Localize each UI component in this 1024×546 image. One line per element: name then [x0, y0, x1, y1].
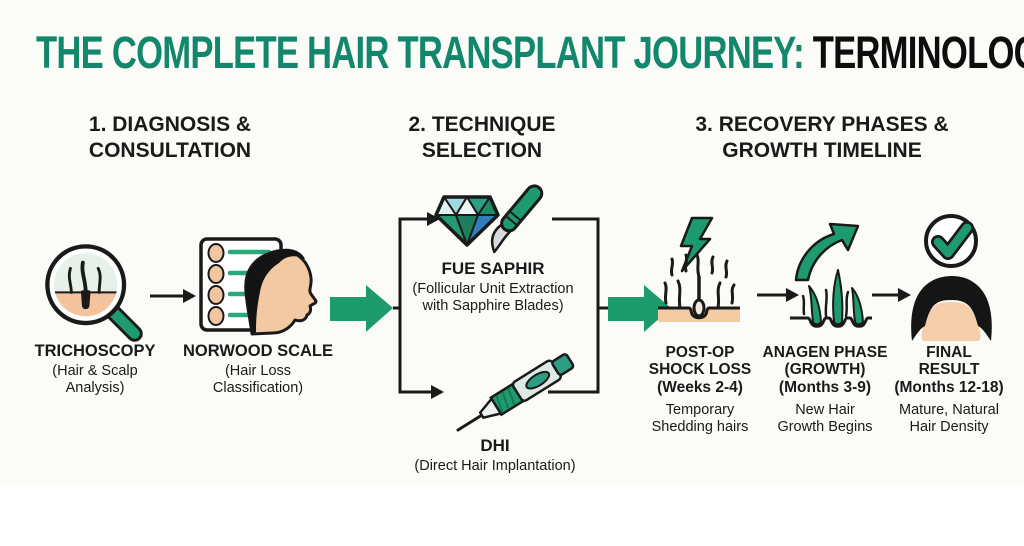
step-subtitle: (Hair & Scalp Analysis): [52, 362, 138, 397]
page-title: THE COMPLETE HAIR TRANSPLANT JOURNEY: TE…: [36, 27, 1024, 79]
step-subtitle: (Follicular Unit Extraction with Sapphir…: [412, 280, 574, 314]
norwood-chart-head-profile-icon: [199, 237, 318, 336]
step-name: NORWOOD SCALE: [182, 342, 334, 360]
checkmark-dense-hair-icon: [911, 214, 992, 341]
arrowhead-fue: [427, 212, 440, 226]
arrowhead: [898, 288, 911, 302]
step-subtitle: (Hair Loss Classification): [212, 362, 304, 397]
big-green-arrow-to-recovery: [608, 285, 671, 332]
step-name: POST-OP SHOCK LOSS (Weeks 2-4): [648, 344, 752, 396]
arrowhead: [183, 289, 196, 303]
step-desc: Mature, Natural Hair Density: [899, 402, 999, 436]
magnifier-hair-follicle-icon: [45, 244, 143, 342]
step-dhi-label: DHI (Direct Hair Implantation): [400, 436, 590, 475]
bottom-margin: [0, 487, 1024, 546]
lightning-shedding-hair-icon: [658, 216, 740, 322]
step-subtitle: (Direct Hair Implantation): [414, 457, 576, 474]
step-norwood-label: NORWOOD SCALE (Hair Loss Classification): [182, 342, 334, 397]
section-heading-technique: 2. TECHNIQUE SELECTION: [408, 113, 556, 162]
arrowhead: [786, 288, 799, 302]
step-final-label: FINAL RESULT (Months 12-18) Mature, Natu…: [880, 344, 1018, 436]
step-name: TRICHOSCOPY: [34, 342, 156, 360]
branch-bracket-left-bottom: [398, 308, 432, 394]
section-heading-recovery: 3. RECOVERY PHASES & GROWTH TIMELINE: [695, 113, 949, 162]
step-desc: Temporary Shedding hairs: [651, 402, 749, 436]
step-anagen-label: ANAGEN PHASE (GROWTH) (Months 3-9) New H…: [750, 344, 900, 436]
section-heading-diagnosis: 1. DIAGNOSIS & CONSULTATION: [88, 113, 252, 162]
step-shock-label: POST-OP SHOCK LOSS (Weeks 2-4) Temporary…: [638, 344, 762, 436]
sapphire-diamond-scalpel-icon: [434, 184, 544, 254]
branch-bracket-left-top: [393, 217, 428, 310]
step-name: FUE SAPHIR: [441, 259, 545, 278]
step-name: FINAL RESULT (Months 12-18): [894, 344, 1004, 396]
step-desc: New Hair Growth Begins: [777, 402, 873, 436]
growth-arrow-hair-icon: [790, 222, 872, 328]
big-green-arrow-to-technique: [330, 285, 393, 332]
page-title-green: THE COMPLETE HAIR TRANSPLANT JOURNEY:: [36, 27, 805, 78]
step-name: DHI: [480, 436, 510, 455]
implanter-pen-icon: [456, 353, 575, 432]
step-fue-label: FUE SAPHIR (Follicular Unit Extraction w…: [395, 259, 591, 315]
step-trichoscopy-label: TRICHOSCOPY (Hair & Scalp Analysis): [20, 342, 170, 397]
arrowhead-dhi: [431, 385, 444, 399]
step-name: ANAGEN PHASE (GROWTH) (Months 3-9): [762, 344, 888, 396]
branch-bracket-right: [548, 217, 600, 394]
page-title-black: TERMINOLOGY MAP: [812, 27, 1024, 78]
